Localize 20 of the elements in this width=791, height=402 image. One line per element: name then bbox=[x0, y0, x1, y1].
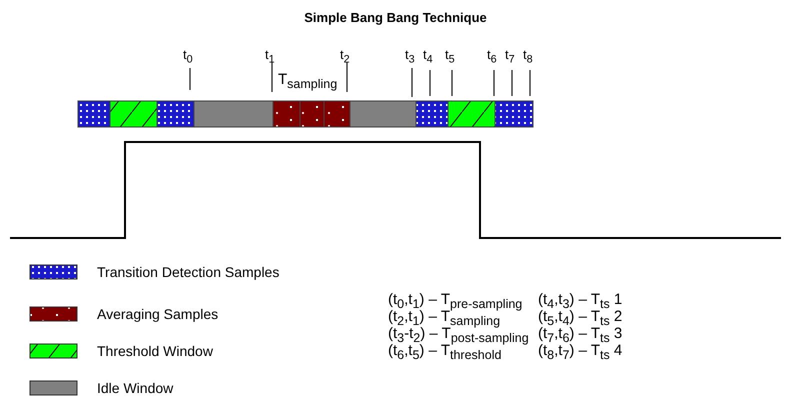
interval-definition: (t$_{8}$,t$_{7}$) – T$_{ts}$ 4 bbox=[538, 342, 622, 364]
time-label: t$_{0}$ bbox=[183, 47, 193, 66]
time-label: t$_{2}$ bbox=[340, 47, 350, 66]
time-label: t$_{1}$ bbox=[265, 47, 275, 66]
interval-label: T$_{sampling}$ bbox=[278, 71, 338, 91]
interval-definition: (t$_{5}$,t$_{4}$) – T$_{ts}$ 2 bbox=[538, 308, 622, 328]
time-label: t$_{8}$ bbox=[523, 47, 533, 66]
time-label: t$_{7}$ bbox=[505, 47, 515, 66]
legend-label: Transition Detection Samples bbox=[97, 264, 280, 280]
time-label: t$_{3}$ bbox=[405, 47, 415, 66]
legend-label: Averaging Samples bbox=[97, 306, 218, 322]
legend-label: Idle Window bbox=[97, 380, 174, 396]
interval-definition: (t$_{0}$,t$_{1}$) – T$_{pre-sampling}$ bbox=[388, 291, 522, 311]
legend-label: Threshold Window bbox=[97, 343, 213, 359]
diagram-title: Simple Bang Bang Technique bbox=[303, 10, 488, 25]
interval-definition: (t$_{7}$,t$_{6}$) – T$_{ts}$ 3 bbox=[538, 325, 622, 345]
time-label: t$_{5}$ bbox=[445, 47, 455, 66]
interval-definition: (t$_{4}$,t$_{3}$) – T$_{ts}$ 1 bbox=[538, 291, 622, 311]
time-label: t$_{6}$ bbox=[487, 47, 497, 66]
time-label: t$_{4}$ bbox=[423, 47, 433, 66]
